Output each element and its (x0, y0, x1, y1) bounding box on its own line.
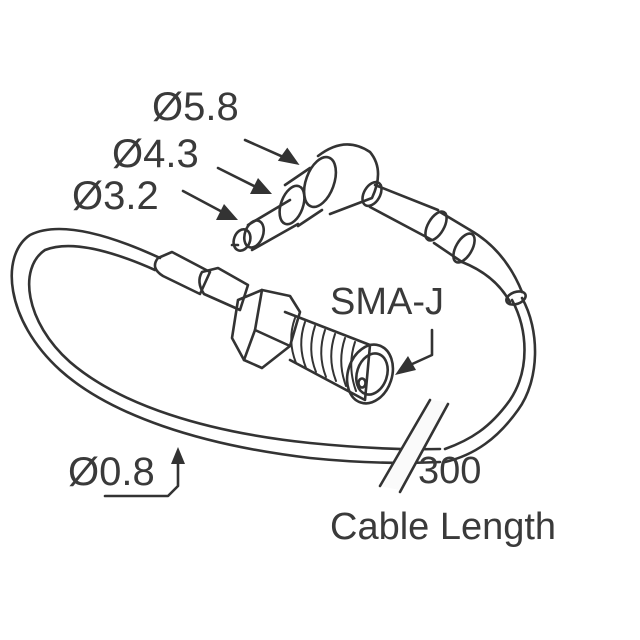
leader-arrows (103, 138, 434, 498)
cable-break-symbol (378, 398, 450, 494)
sma-j-label: SMA-J (330, 281, 444, 323)
diameter-4-3-label: Ø4.3 (112, 132, 199, 176)
cable-loop (10, 227, 537, 465)
diameter-0-8-label: Ø0.8 (68, 450, 155, 494)
cable-length-caption: Cable Length (330, 506, 557, 548)
cable-length-value: 300 (418, 450, 482, 492)
sma-j-connector (153, 250, 395, 405)
right-angle-connector (230, 143, 527, 306)
diameter-3-2-label: Ø3.2 (72, 174, 159, 218)
diameter-5-8-label: Ø5.8 (152, 85, 239, 129)
